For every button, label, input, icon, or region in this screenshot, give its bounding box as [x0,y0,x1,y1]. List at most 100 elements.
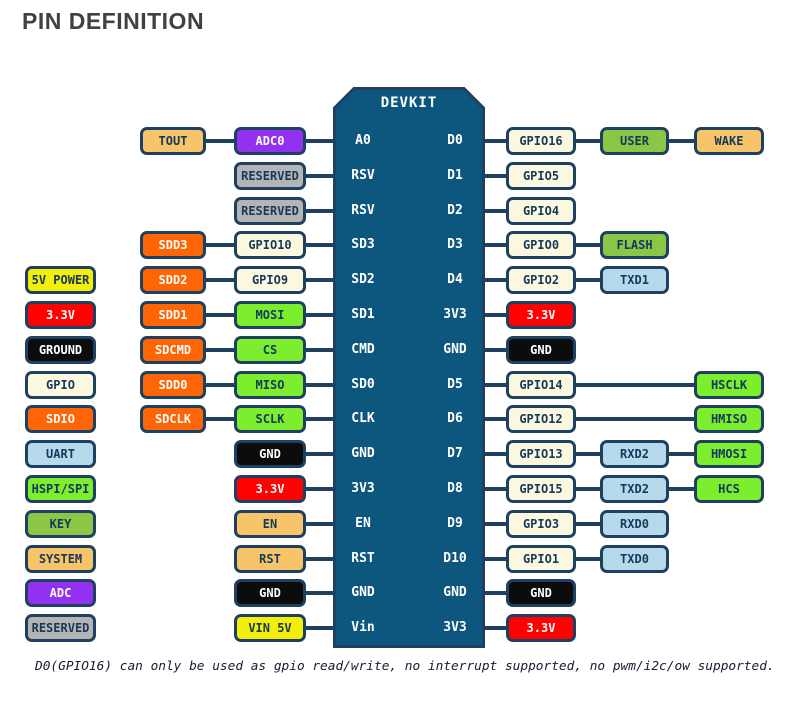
label-box-rxd2: RXD2 [600,440,669,469]
label-box-sdd2: SDD2 [140,266,206,295]
connector-line [202,139,238,143]
label-box-gpio14: GPIO14 [506,370,576,399]
legend-item-gpio: GPIO [25,370,96,399]
label-box-txd0: TXD0 [600,544,669,573]
label-box-gpio12: GPIO12 [506,405,576,434]
legend-item-reserved: RESERVED [25,614,96,643]
label-box-flash: FLASH [600,231,669,260]
chip-title: DEVKIT [380,95,438,111]
label-box-hsclk: HSCLK [694,370,764,399]
chip-pin-r-d9: D9 [447,515,463,531]
label-box-hcs: HCS [694,475,764,503]
label-box-adc0: ADC0 [234,127,306,155]
label-box-gpio15: GPIO15 [506,475,576,503]
chip-pin-l-clk: CLK [351,411,375,427]
connector-line [302,556,336,561]
label-box-rst: RST [234,544,306,573]
connector-line [572,521,604,526]
connector-line [482,313,510,317]
connector-line [302,173,336,178]
label-box-mosi: MOSI [234,301,306,329]
legend-item-3-3v: 3.3V [25,301,96,329]
connector-line [482,278,510,283]
label-box-reserved: RESERVED [234,196,306,225]
connector-line [572,487,604,491]
connector-line [572,556,604,561]
label-box-sdd3: SDD3 [140,231,206,260]
connector-line [482,417,510,422]
label-box-gpio4: GPIO4 [506,196,576,225]
connector-line [482,452,510,457]
label-box-gpio3: GPIO3 [506,509,576,538]
connector-line [202,313,238,317]
connector-line [302,278,336,283]
chip-pin-l-gnd: GND [351,446,375,462]
label-box-3-3v: 3.3V [506,301,576,329]
connector-line [482,382,510,387]
connector-line [665,452,698,457]
label-box-vin-5v: VIN 5V [234,614,306,643]
page-title: PIN DEFINITION [22,8,205,34]
label-box-hmiso: HMISO [694,405,764,434]
connector-line [482,591,510,596]
chip-pin-r-3v3: 3V3 [443,620,467,636]
label-box-gpio10: GPIO10 [234,231,306,260]
label-box-sdd0: SDD0 [140,370,206,399]
chip-pin-r-d3: D3 [447,237,463,253]
connector-line [302,313,336,317]
label-box-gnd: GND [506,335,576,364]
chip-pin-r-d4: D4 [447,272,463,288]
chip-pin-l-sd1: SD1 [351,307,375,322]
label-box-gpio2: GPIO2 [506,266,576,295]
chip-pin-l-sd0: SD0 [351,376,375,392]
connector-line [202,382,238,387]
chip-pin-l-sd3: SD3 [351,237,375,253]
label-box-sdd1: SDD1 [140,301,206,329]
chip-pin-l-3v3: 3V3 [351,481,375,496]
legend-item-sdio: SDIO [25,405,96,434]
label-box-reserved: RESERVED [234,161,306,190]
label-box-wake: WAKE [694,127,764,155]
connector-line [302,208,336,213]
chip-pin-l-gnd: GND [351,585,375,601]
connector-line [665,487,698,491]
connector-line [572,452,604,457]
chip-pin-l-a0: A0 [355,133,371,148]
legend-item-key: KEY [25,509,96,538]
label-box-gpio1: GPIO1 [506,544,576,573]
label-box-gnd: GND [234,579,306,608]
connector-line [482,347,510,352]
label-box-gnd: GND [234,440,306,469]
connector-line [482,243,510,248]
connector-line [202,278,238,283]
label-box-gnd: GND [506,579,576,608]
label-box-user: USER [600,127,669,155]
chip-pin-r-d1: D1 [447,167,463,183]
chip-pin-r-d10: D10 [443,550,467,566]
connector-line [302,521,336,526]
connector-line [482,173,510,178]
chip-pin-l-rsv: RSV [351,167,375,183]
label-box-hmosi: HMOSI [694,440,764,469]
label-box-sdcmd: SDCMD [140,335,206,364]
chip-pin-l-sd2: SD2 [351,272,375,288]
label-box-gpio9: GPIO9 [234,266,306,295]
label-box-gpio16: GPIO16 [506,127,576,155]
connector-line [572,243,604,248]
chip-pin-r-d7: D7 [447,446,463,462]
connector-line [202,243,238,248]
chip-pin-r-d5: D5 [447,376,463,392]
connector-line [202,347,238,352]
connector-line [572,278,604,283]
label-box-gpio0: GPIO0 [506,231,576,260]
connector-line [302,243,336,248]
connector-line [302,626,336,631]
chip-body [333,87,485,648]
label-box-gpio13: GPIO13 [506,440,576,469]
footnote: D0(GPIO16) can only be used as gpio read… [35,659,775,674]
label-box-en: EN [234,509,306,538]
legend-item-system: SYSTEM [25,544,96,573]
label-box-3-3v: 3.3V [234,475,306,503]
connector-line [482,556,510,561]
